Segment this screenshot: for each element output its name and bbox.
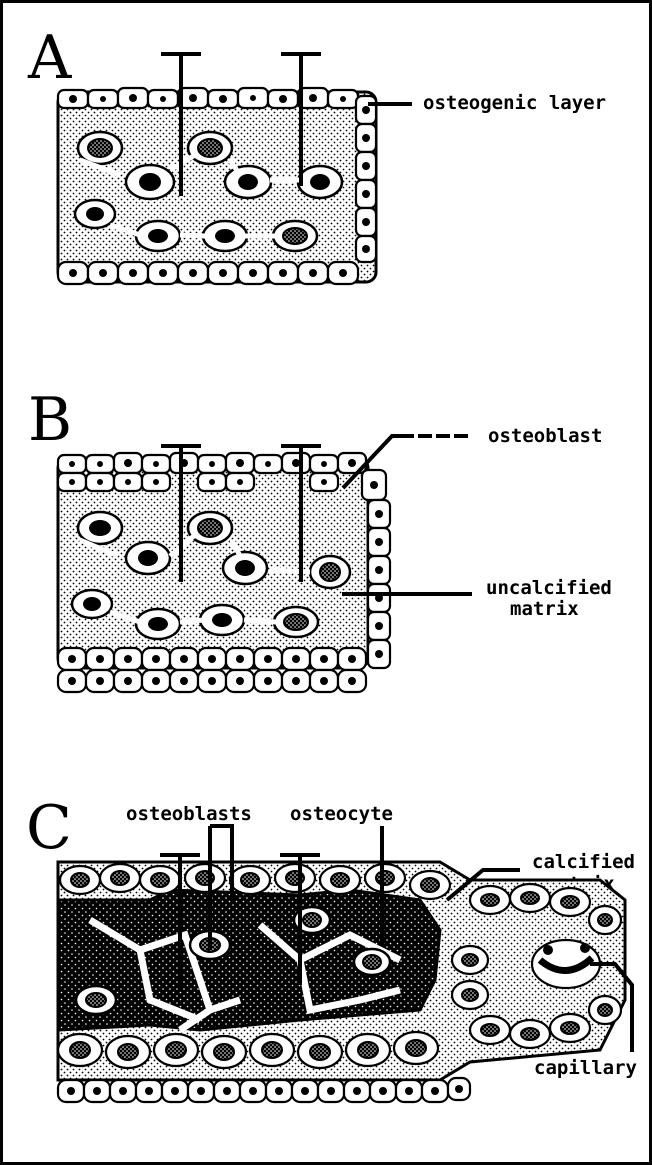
osteocyte-label: osteocyte [290, 803, 393, 825]
osteogenic-layer-label: osteogenic layer [423, 92, 606, 114]
capillary-label: capillary [534, 1057, 637, 1079]
panel-b-letter: B [28, 385, 72, 455]
panel-a-letter: A [27, 23, 72, 93]
osteoblast-label: osteoblast [488, 425, 602, 447]
panel-b: B [28, 385, 612, 692]
calcified-label: calcified [532, 851, 635, 873]
panel-c: C osteoblasts osteocyte calcified matrix… [26, 793, 637, 1102]
panel-b-bottom-cells [58, 648, 366, 692]
panel-c-bottom-cells [58, 1078, 470, 1102]
uncalcified-label: uncalcified [486, 577, 612, 599]
osteoblasts-label: osteoblasts [126, 803, 252, 825]
capillary-vessel [532, 940, 600, 988]
panel-a: A [27, 23, 606, 284]
panel-c-letter: C [26, 793, 72, 863]
matrix-label-b: matrix [510, 598, 579, 620]
